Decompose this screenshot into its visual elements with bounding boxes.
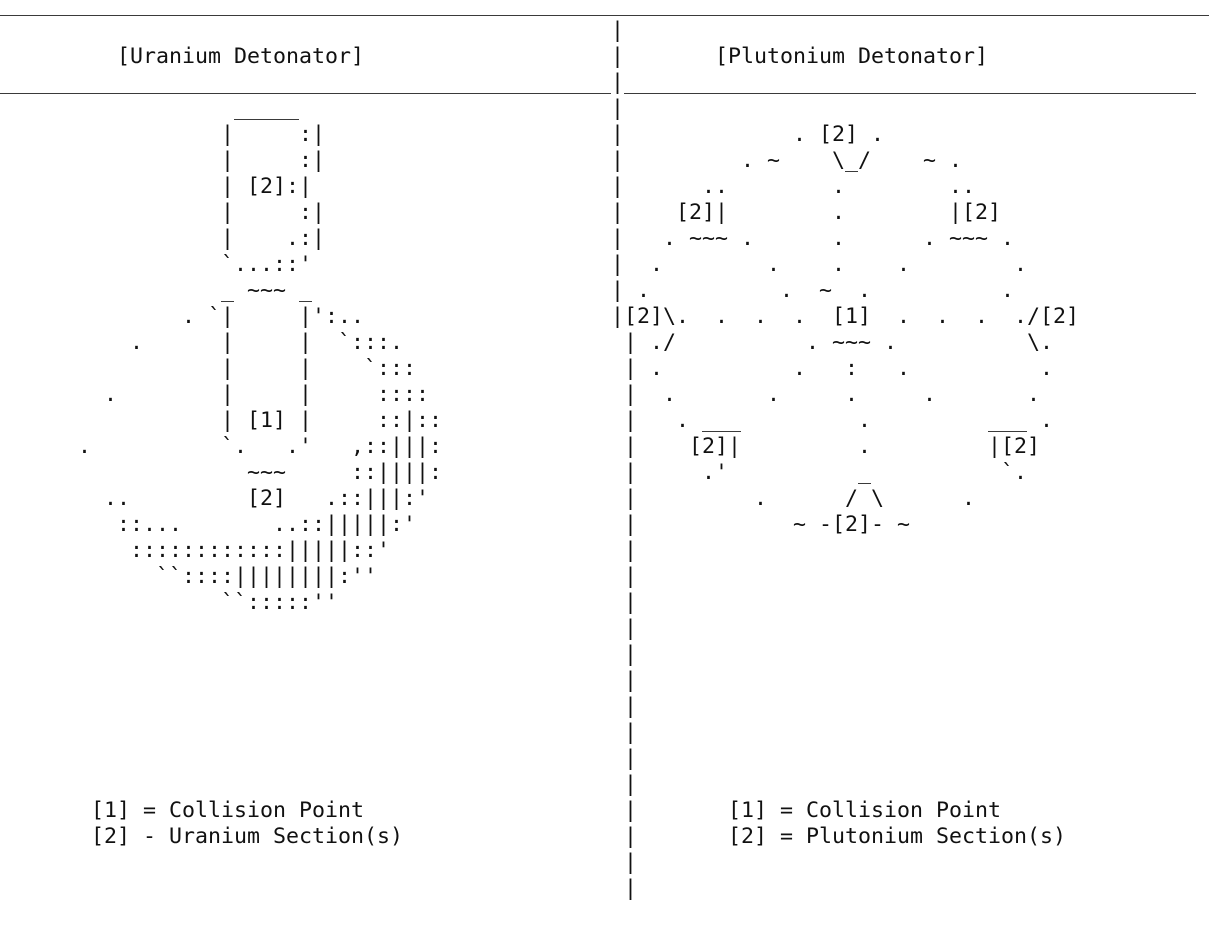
diagram-line: | | `::: | . . : . . (0, 356, 1054, 381)
diagram-line: ::... ..::|||||:' | ~ -[2]- ~ (0, 512, 911, 537)
diagram-line: _____ | (0, 96, 625, 121)
diagram-line: . `| |':.. |[2]\. . . . [1] . . . ./[2] (0, 304, 1080, 329)
diagram-line: | (0, 668, 638, 693)
diagram-line: `...::' | . . . . . (0, 252, 1028, 277)
diagram-line: | (0, 642, 638, 667)
diagram-line: | (0, 772, 638, 797)
legend-row-1: [1] = Collision Point | [1] = Collision … (0, 798, 1002, 823)
diagram-line: | :| | . ~ \_/ ~ . (0, 148, 963, 173)
diagram-line: | [2]:| | .. . .. (0, 174, 976, 199)
diagram-line: | (0, 850, 638, 875)
divider-line: ________________________________________… (0, 0, 1210, 17)
diagram-line: .. [2] .::|||:' | . / \ . (0, 486, 976, 511)
diagram-line: ``:::::'' | (0, 590, 638, 615)
diagram-line: . | | `:::. | ./ . ~~~ . \. (0, 330, 1054, 355)
diagram-line: | (0, 746, 638, 771)
diagram-line: | (0, 694, 638, 719)
diagram-line: | (0, 616, 638, 641)
diagram-line: | (0, 876, 638, 901)
diagram-line: ::::::::::::|||||::' | (0, 538, 638, 563)
divider-line: ________________________________________… (0, 70, 1197, 95)
diagram-line: | .:| | . ~~~ . . . ~~~ . (0, 226, 1015, 251)
diagram-line: | :| | [2]| . |[2] (0, 200, 1002, 225)
diagram-line: | (0, 720, 638, 745)
diagram-line: ``::::||||||||:'' | (0, 564, 638, 589)
diagram-line: . | | :::: | . . . . . (0, 382, 1041, 407)
diagram-line: | (0, 18, 625, 43)
diagram-line: _ ~~~ _ | . . ~ . . (0, 278, 1015, 303)
diagram-line: ~~~ ::||||: | .' _ `. (0, 460, 1028, 485)
legend-row-2: [2] - Uranium Section(s) | [2] = Plutoni… (0, 824, 1067, 849)
diagram-line: | :| | . [2] . (0, 122, 885, 147)
heading-row: [Uranium Detonator] | [Plutonium Detonat… (0, 44, 989, 69)
diagram-line: | [1] | ::|:: | . ___ . ___ . (0, 408, 1054, 433)
diagram-line: . `. .' ,::|||: | [2]| . |[2] (0, 434, 1041, 459)
